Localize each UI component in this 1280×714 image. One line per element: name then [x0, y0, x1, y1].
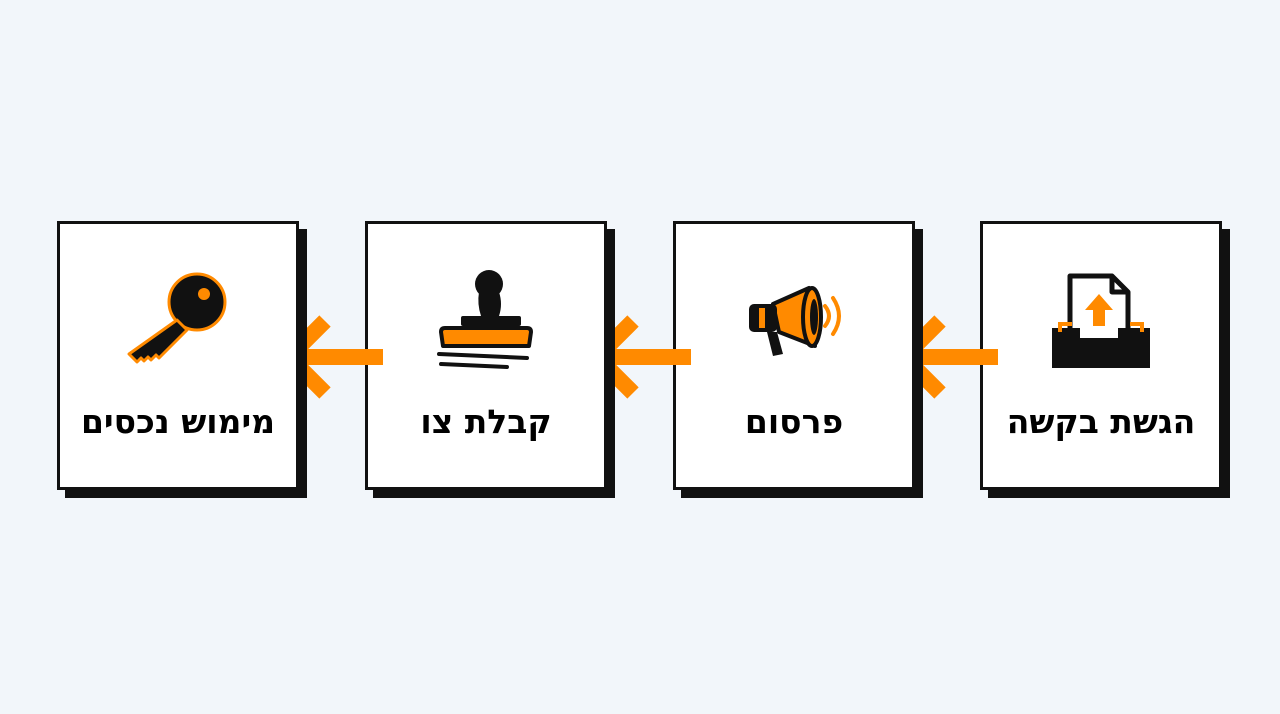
stamp-icon	[437, 270, 533, 369]
inbox-upload-icon	[1052, 273, 1150, 368]
step-card-publication: פרסום	[673, 221, 915, 490]
megaphone-icon	[749, 286, 841, 356]
step-label: קבלת צו	[420, 402, 552, 441]
key-icon	[127, 272, 227, 364]
step-card-court-order: קבלת צו	[365, 221, 607, 490]
step-card-asset-realization: מימוש נכסים	[57, 221, 299, 490]
step-label: הגשת בקשה	[1006, 402, 1196, 441]
step-card-submit-request: הגשת בקשה	[980, 221, 1222, 490]
step-label: מימוש נכסים	[80, 402, 276, 441]
step-label: פרסום	[744, 402, 844, 441]
